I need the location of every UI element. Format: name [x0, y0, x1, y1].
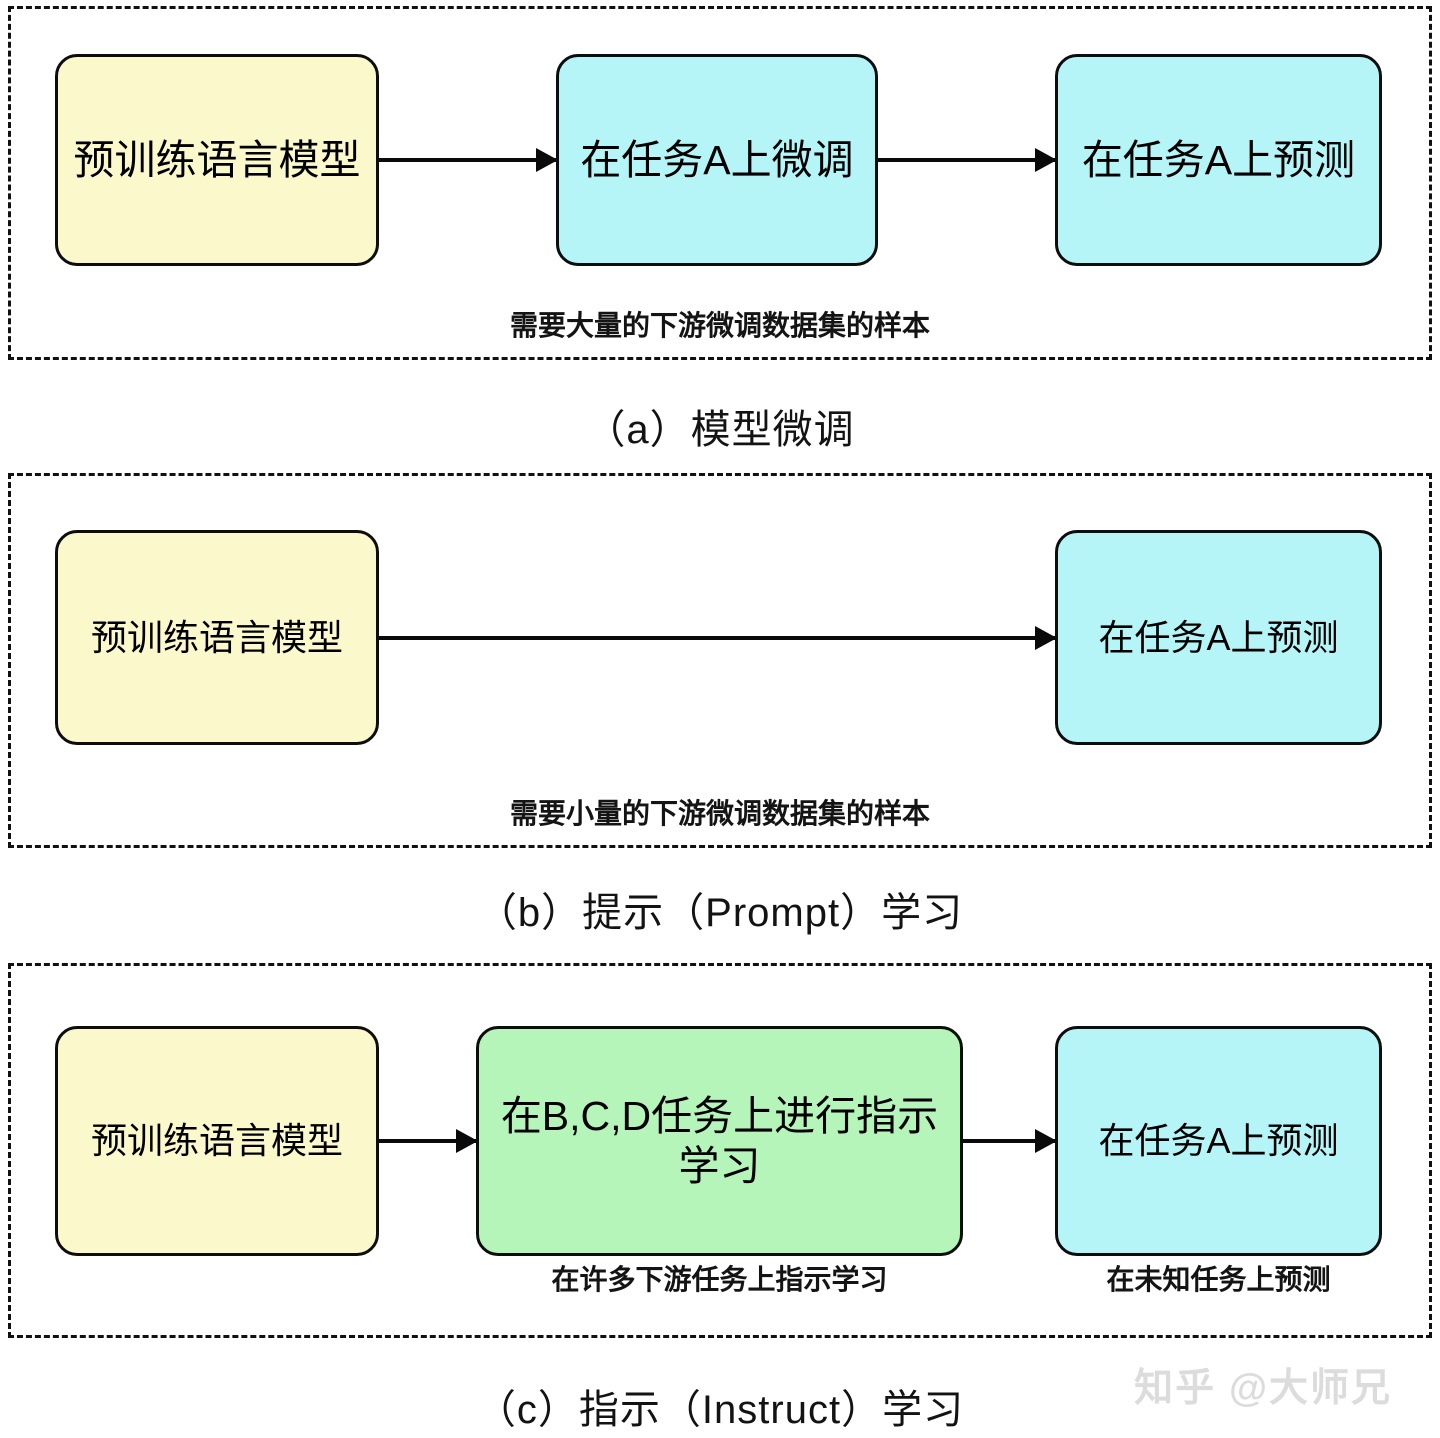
box-predict-task-a-section-c[interactable]: 在任务A上预测	[1055, 1026, 1382, 1256]
arrow-c-2	[963, 1139, 1055, 1143]
note-section-b: 需要小量的下游微调数据集的样本	[509, 798, 930, 829]
caption-section-c: （c）指示（Instruct）学习	[475, 1388, 965, 1432]
box-instruct-learning-bcd[interactable]: 在B,C,D任务上进行指示学习	[476, 1026, 963, 1256]
box-finetune-task-a[interactable]: 在任务A上微调	[556, 54, 878, 266]
note-section-a: 需要大量的下游微调数据集的样本	[509, 310, 930, 341]
arrow-c-1	[379, 1139, 476, 1143]
section-panel-a	[8, 6, 1432, 360]
note-section-c-left: 在许多下游任务上指示学习	[551, 1264, 888, 1295]
note-section-c-right: 在未知任务上预测	[1106, 1264, 1331, 1295]
section-panel-c	[8, 963, 1432, 1338]
box-predict-task-a-section-b[interactable]: 在任务A上预测	[1055, 530, 1382, 745]
arrow-a-2	[878, 158, 1055, 162]
arrow-b-1	[379, 636, 1055, 640]
watermark: 知乎 @大师兄	[1134, 1367, 1392, 1410]
caption-section-b: （b）提示（Prompt）学习	[476, 891, 964, 935]
box-pretrained-language-model-b[interactable]: 预训练语言模型	[55, 530, 379, 745]
box-predict-task-a-section-a[interactable]: 在任务A上预测	[1055, 54, 1382, 266]
caption-section-a: （a）模型微调	[585, 408, 855, 452]
box-pretrained-language-model-c[interactable]: 预训练语言模型	[55, 1026, 379, 1256]
box-pretrained-language-model-a[interactable]: 预训练语言模型	[55, 54, 379, 266]
arrow-a-1	[379, 158, 556, 162]
section-panel-b	[8, 473, 1432, 848]
